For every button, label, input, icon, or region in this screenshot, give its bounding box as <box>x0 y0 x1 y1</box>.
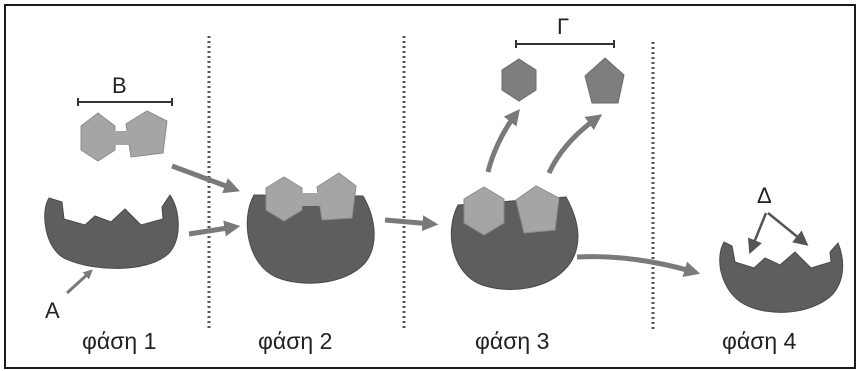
product-hexagon <box>501 58 537 102</box>
product-pentagon <box>584 57 625 104</box>
pointer-to-enzyme <box>65 269 93 295</box>
pointer-active-site-right <box>767 212 809 246</box>
label-b: Β <box>112 73 127 98</box>
substrate-bond-phase2 <box>300 193 320 206</box>
arrow-to-phase4 <box>576 254 701 277</box>
pointer-active-site-left <box>747 212 768 255</box>
substrate-pentagon <box>125 110 168 158</box>
substrate-bond <box>113 131 129 145</box>
products-g <box>501 40 625 104</box>
phase-label-2: φάση 2 <box>258 328 333 354</box>
product-pentagon-phase3 <box>515 185 560 234</box>
product-hexagon-phase3 <box>463 186 505 236</box>
substrate-hexagon <box>80 112 116 162</box>
substrate-b <box>77 98 173 162</box>
arrow-enzyme-to-phase2 <box>188 220 241 237</box>
phase-label-3: φάση 3 <box>475 328 550 354</box>
diagram-frame <box>4 4 856 369</box>
arrow-release-hexagon <box>485 108 520 173</box>
phase-label-1: φάση 1 <box>82 328 157 354</box>
label-g: Γ <box>557 14 570 39</box>
label-a: Α <box>45 298 60 323</box>
arrow-release-pentagon <box>546 114 603 175</box>
enzyme-a <box>44 194 179 269</box>
arrow-substrate-to-phase2 <box>171 163 241 194</box>
substrate-pentagon-phase2 <box>316 172 357 221</box>
enzyme-phase4 <box>719 241 844 313</box>
label-d: Δ <box>757 183 772 208</box>
phase-label-4: φάση 4 <box>722 328 797 354</box>
substrate-hexagon-phase2 <box>265 176 303 222</box>
arrow-to-phase3 <box>384 215 439 232</box>
